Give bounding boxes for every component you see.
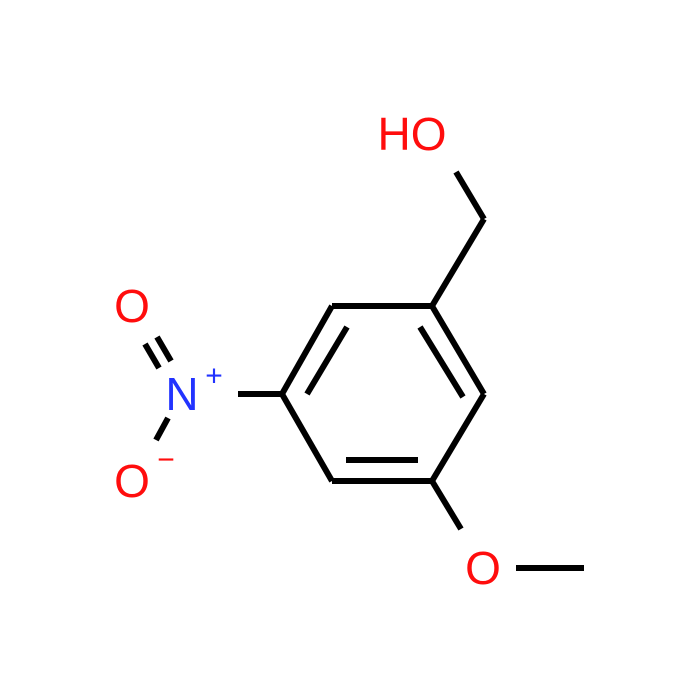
benzene-ring bbox=[279, 303, 487, 484]
bond-n-o-bottom bbox=[153, 416, 171, 442]
bond-ring-ch2 bbox=[429, 217, 487, 308]
ring-bond-lower-right bbox=[429, 392, 487, 483]
bond-ch2-oh bbox=[453, 170, 487, 221]
nitro-group: N + O O − bbox=[114, 280, 282, 507]
nitro-oxygen-bottom-label: O bbox=[114, 455, 150, 507]
nitro-nitrogen-label: N bbox=[165, 368, 198, 420]
methoxy-oxygen-label: O bbox=[465, 542, 501, 594]
ring-bond-lower-left bbox=[279, 392, 335, 483]
ring-double-bond-left bbox=[304, 325, 350, 396]
bond-n-o-top-b bbox=[142, 342, 162, 370]
ring-bond-upper-left bbox=[279, 304, 335, 396]
ring-double-bond-right bbox=[417, 325, 466, 399]
ring-bond-upper-right bbox=[429, 304, 487, 396]
nitro-positive-charge: + bbox=[205, 360, 223, 393]
methoxy-group: O bbox=[429, 479, 584, 594]
nitro-oxygen-top-label: O bbox=[114, 280, 150, 332]
bond-ring-o bbox=[429, 479, 464, 531]
nitro-negative-charge: − bbox=[157, 444, 175, 477]
hydroxymethyl-group: HO bbox=[378, 108, 487, 308]
bond-n-o-top-a bbox=[154, 335, 174, 363]
hydroxyl-label: HO bbox=[378, 108, 447, 160]
